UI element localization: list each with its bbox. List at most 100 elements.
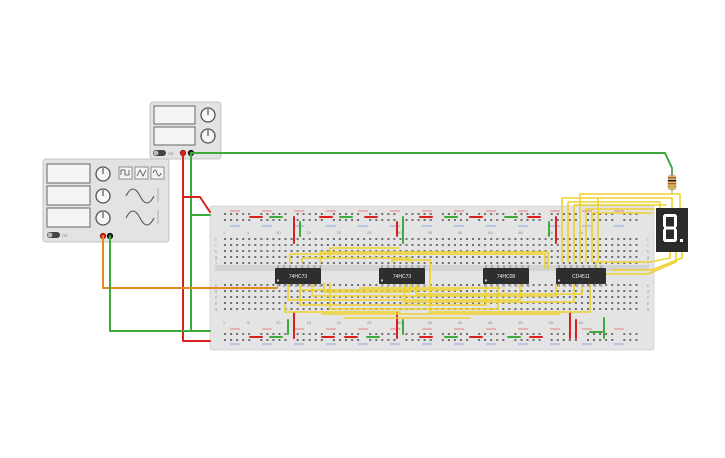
rail-hole[interactable] (260, 219, 263, 221)
rail-hole[interactable] (272, 213, 275, 215)
breadboard-hole[interactable] (459, 302, 462, 304)
rail-hole[interactable] (357, 339, 360, 341)
breadboard-hole[interactable] (260, 308, 263, 310)
breadboard-hole[interactable] (502, 238, 505, 240)
breadboard-hole[interactable] (538, 250, 541, 252)
rail-hole[interactable] (369, 219, 372, 221)
breadboard-hole[interactable] (472, 244, 474, 246)
breadboard-hole[interactable] (556, 244, 559, 246)
breadboard-hole[interactable] (556, 284, 559, 286)
breadboard-hole[interactable] (236, 290, 239, 292)
rail-hole[interactable] (351, 333, 354, 335)
rail-hole[interactable] (514, 339, 517, 341)
breadboard-hole[interactable] (272, 284, 275, 286)
breadboard-hole[interactable] (266, 308, 269, 310)
resistor[interactable] (667, 168, 677, 194)
rail-hole[interactable] (520, 213, 523, 215)
rail-hole[interactable] (526, 219, 529, 221)
breadboard-hole[interactable] (514, 296, 517, 298)
rail-hole[interactable] (562, 333, 565, 335)
breadboard-hole[interactable] (387, 244, 390, 246)
breadboard-hole[interactable] (423, 290, 426, 292)
breadboard-hole[interactable] (417, 256, 420, 258)
breadboard-hole[interactable] (472, 238, 474, 240)
rail-hole[interactable] (417, 339, 420, 341)
rail-hole[interactable] (272, 219, 275, 221)
rail-hole[interactable] (514, 219, 517, 221)
breadboard-hole[interactable] (550, 296, 553, 298)
breadboard-hole[interactable] (574, 250, 577, 252)
breadboard-hole[interactable] (338, 284, 341, 286)
breadboard-hole[interactable] (581, 262, 583, 264)
breadboard-hole[interactable] (399, 302, 402, 304)
rail-hole[interactable] (568, 339, 571, 341)
breadboard-hole[interactable] (266, 290, 269, 292)
breadboard-hole[interactable] (599, 308, 602, 310)
breadboard-hole[interactable] (326, 250, 329, 252)
breadboard-hole[interactable] (472, 256, 474, 258)
rail-hole[interactable] (568, 213, 571, 215)
breadboard-hole[interactable] (351, 244, 354, 246)
breadboard-hole[interactable] (629, 284, 632, 286)
rail-hole[interactable] (224, 213, 226, 215)
breadboard-hole[interactable] (320, 244, 323, 246)
rail-hole[interactable] (611, 213, 614, 215)
breadboard-hole[interactable] (581, 296, 583, 298)
breadboard-hole[interactable] (574, 308, 577, 310)
breadboard-hole[interactable] (441, 256, 444, 258)
breadboard-hole[interactable] (599, 302, 602, 304)
generator-ground-wire[interactable] (109, 235, 192, 332)
breadboard-hole[interactable] (441, 302, 444, 304)
breadboard-hole[interactable] (623, 262, 626, 264)
breadboard-hole[interactable] (574, 244, 577, 246)
breadboard-hole[interactable] (435, 302, 438, 304)
breadboard-hole[interactable] (496, 256, 499, 258)
breadboard-hole[interactable] (260, 238, 263, 240)
rail-hole[interactable] (248, 339, 251, 341)
rail-hole[interactable] (484, 213, 487, 215)
breadboard-hole[interactable] (611, 290, 614, 292)
breadboard-hole[interactable] (478, 238, 481, 240)
breadboard-hole[interactable] (635, 250, 638, 252)
rail-hole[interactable] (314, 219, 317, 221)
rail-hole[interactable] (623, 339, 626, 341)
breadboard-hole[interactable] (635, 290, 638, 292)
breadboard-hole[interactable] (363, 296, 366, 298)
breadboard-hole[interactable] (423, 256, 426, 258)
breadboard-hole[interactable] (363, 250, 366, 252)
rail-hole[interactable] (411, 213, 414, 215)
breadboard-hole[interactable] (520, 238, 523, 240)
breadboard-hole[interactable] (435, 256, 438, 258)
rail-hole[interactable] (623, 213, 626, 215)
breadboard-hole[interactable] (351, 290, 354, 292)
breadboard-hole[interactable] (357, 244, 360, 246)
rail-hole[interactable] (242, 333, 245, 335)
breadboard-hole[interactable] (599, 290, 602, 292)
breadboard-hole[interactable] (332, 250, 335, 252)
sine-wave-button[interactable] (150, 166, 165, 180)
breadboard-hole[interactable] (284, 238, 287, 240)
rail-hole[interactable] (478, 219, 481, 221)
ic-chip[interactable]: 74HC73 (379, 265, 426, 287)
breadboard-hole[interactable] (599, 262, 602, 264)
breadboard-hole[interactable] (290, 290, 293, 292)
breadboard-hole[interactable] (617, 290, 620, 292)
seven-segment-display[interactable] (656, 208, 688, 252)
breadboard-hole[interactable] (617, 284, 620, 286)
rail-hole[interactable] (514, 333, 517, 335)
breadboard-hole[interactable] (532, 308, 535, 310)
breadboard-hole[interactable] (429, 238, 432, 240)
rail-hole[interactable] (459, 339, 462, 341)
breadboard-hole[interactable] (242, 302, 245, 304)
breadboard-hole[interactable] (338, 262, 341, 264)
breadboard-hole[interactable] (296, 290, 299, 292)
rail-hole[interactable] (629, 213, 632, 215)
rail-hole[interactable] (351, 219, 354, 221)
rail-hole[interactable] (345, 219, 347, 221)
breadboard-hole[interactable] (345, 256, 347, 258)
breadboard-hole[interactable] (363, 238, 366, 240)
breadboard-hole[interactable] (248, 244, 251, 246)
rail-hole[interactable] (284, 213, 287, 215)
breadboard-hole[interactable] (302, 308, 305, 310)
breadboard-hole[interactable] (345, 244, 347, 246)
